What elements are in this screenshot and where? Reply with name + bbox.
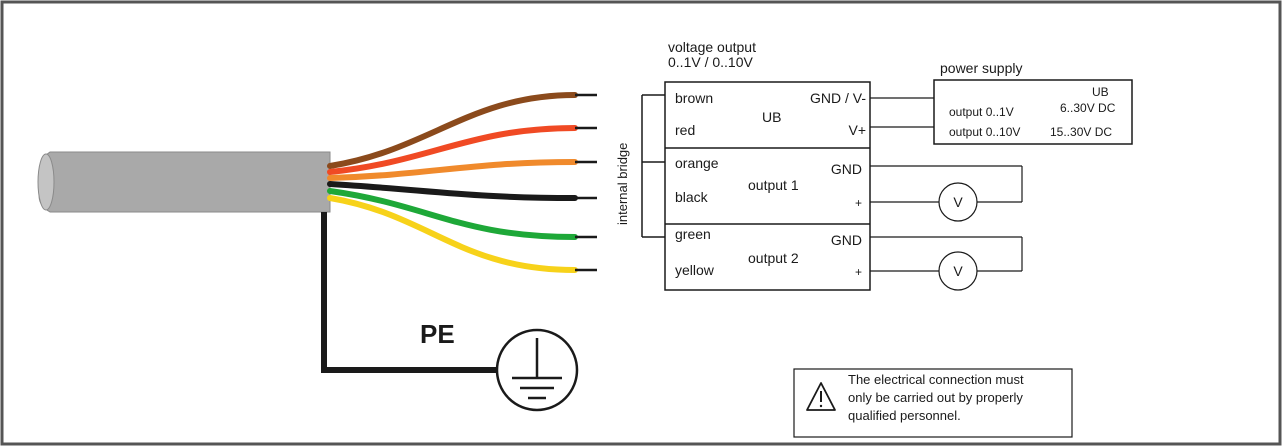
ub-label: UB xyxy=(762,109,781,125)
warning-line-3: qualified personnel. xyxy=(848,408,961,423)
internal-bridge-label: internal bridge xyxy=(615,143,630,225)
voltmeter-symbol: V xyxy=(953,263,963,279)
voltmeter-icon: V xyxy=(938,182,978,222)
voltage-output-title: voltage output xyxy=(668,39,756,55)
output1-circuit xyxy=(870,165,1023,203)
voltmeter-symbol: V xyxy=(953,194,963,210)
voltage-output-range: 0..1V / 0..10V xyxy=(668,54,753,70)
power-supply-title: power supply xyxy=(940,60,1023,76)
wire-red xyxy=(327,125,578,175)
output2-circuit xyxy=(870,236,1023,272)
wire-label-brown: brown xyxy=(675,90,713,106)
wire-label-black: black xyxy=(675,189,709,205)
power-supply-ub: UB xyxy=(1092,85,1109,99)
warning-box: The electrical connection must only be c… xyxy=(793,368,1073,438)
output2-plus-label: + xyxy=(855,265,862,279)
cable xyxy=(37,151,331,213)
output2-gnd-label: GND xyxy=(831,232,862,248)
output1-label: output 1 xyxy=(748,177,799,193)
power-supply-row2-right: 15..30V DC xyxy=(1050,125,1112,139)
pe-label: PE xyxy=(420,319,455,349)
terminal-block xyxy=(664,81,871,291)
colored-wires xyxy=(327,92,597,273)
power-lines xyxy=(870,97,934,128)
wire-orange xyxy=(327,159,578,181)
wire-brown xyxy=(327,92,578,169)
output1-gnd-label: GND xyxy=(831,161,862,177)
warning-icon xyxy=(806,382,836,411)
gnd-vminus-label: GND / V- xyxy=(810,90,866,106)
warning-line-1: The electrical connection must xyxy=(848,372,1024,387)
wire-label-yellow: yellow xyxy=(675,262,715,278)
voltmeter-icon: V xyxy=(938,251,978,291)
power-supply-row2-left: output 0..10V xyxy=(949,125,1020,139)
wire-label-orange: orange xyxy=(675,155,719,171)
power-supply-row1-left: output 0..1V xyxy=(949,105,1014,119)
wire-green xyxy=(327,188,578,240)
warning-line-2: only be carried out by properly xyxy=(848,390,1023,405)
wire-label-green: green xyxy=(675,226,711,242)
output1-plus-label: + xyxy=(855,196,862,210)
vplus-label: V+ xyxy=(848,122,866,138)
wire-yellow xyxy=(327,195,578,273)
ground-icon xyxy=(495,328,579,412)
wire-black xyxy=(327,181,578,201)
output2-label: output 2 xyxy=(748,250,799,266)
wire-label-red: red xyxy=(675,122,695,138)
power-supply-box xyxy=(933,79,1133,145)
internal-bridge xyxy=(641,94,665,238)
power-supply-row1-right: 6..30V DC xyxy=(1060,101,1116,115)
pe-wire xyxy=(321,212,497,373)
